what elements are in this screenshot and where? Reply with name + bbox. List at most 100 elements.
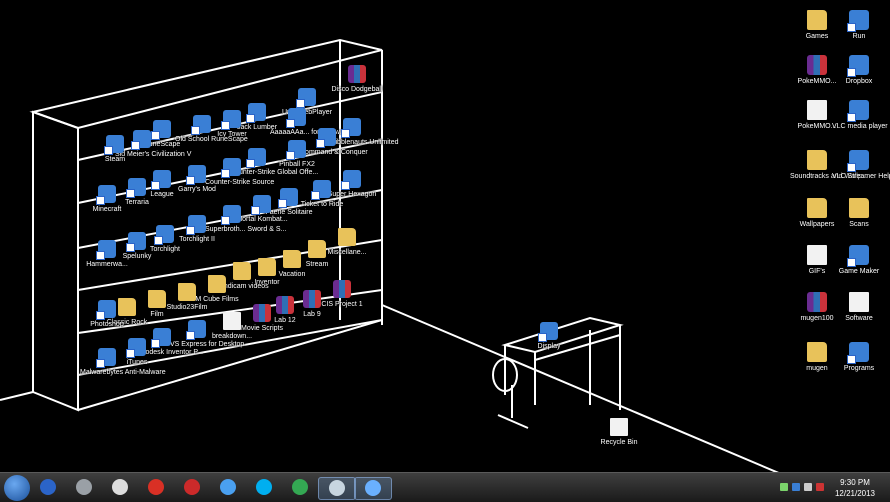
desktop-icon[interactable]: RuneScape [135,120,189,149]
taskbar-button[interactable] [30,477,66,498]
desktop-icon[interactable]: Game Maker [832,245,886,276]
desktop-icon-label: Torchlight [150,246,180,253]
desktop-icon[interactable]: Display [522,322,576,351]
desktop-icon[interactable]: VLC media player [832,100,888,131]
desktop-icon[interactable]: PokeMMO... [790,100,844,131]
desktop-icon[interactable]: AaaaaAAa... for the Awe... [270,108,352,137]
app-icon [296,88,316,108]
desktop-icon[interactable]: Command & Conquer [300,128,368,157]
desktop-icon[interactable]: Lab 9 [285,290,339,319]
desktop-icon[interactable]: Hammerwa... [80,240,134,269]
desktop-icon[interactable]: Counter-Strike Source [205,158,274,187]
desktop-icon[interactable]: Dropbox [832,55,886,86]
desktop-icon[interactable]: Programs [832,342,886,373]
taskbar-button[interactable] [246,477,282,498]
app-icon [126,178,146,198]
taskbar-button[interactable] [282,477,318,498]
desktop-icon[interactable]: Soundtracks and Wallp... [790,150,868,181]
shortcut-arrow-icon [311,191,320,200]
desktop-icon[interactable]: Run [832,10,886,41]
taskbar-button[interactable] [318,477,356,500]
shortcut-arrow-icon [341,129,350,138]
desktop-icon[interactable]: Faerie Solitaire [262,188,316,217]
app-icon [191,115,211,135]
desktop-icon[interactable]: Steam [88,135,142,164]
desktop-icon[interactable]: Terraria [110,178,164,207]
shortcut-arrow-icon [847,23,856,32]
desktop-icon[interactable]: Pinball FX2 [270,140,324,169]
tray-network-icon[interactable] [792,483,800,491]
folder-icon [807,342,827,362]
desktop-icon[interactable]: mugen100 [790,292,844,323]
desktop-icon[interactable]: CIS Project 1 [315,280,369,309]
taskbar-button[interactable] [138,477,174,498]
desktop-icon[interactable]: Software [832,292,886,323]
desktop-icon-label: Super Hexagon [327,191,377,198]
app-icon [341,118,361,138]
desktop-icon[interactable]: Spelunky [110,232,164,261]
desktop-icon[interactable]: VS Express for Desktop [170,320,244,349]
app-icon [104,135,124,155]
desktop-icon[interactable]: Scribblenauts Unlimited [325,118,399,147]
desktop-icon[interactable]: Icy Tower [205,110,259,139]
desktop-icon[interactable]: Torchlight [138,225,192,254]
desktop-icon[interactable]: Studio23Film [160,283,214,312]
desktop-icon[interactable]: Malwarebytes Anti-Malware [80,348,166,377]
clock[interactable]: 9:30 PM 12/21/2013 [830,477,880,499]
desktop-icon[interactable]: Ticket to Ride [295,180,349,209]
desktop-icon[interactable]: Minecraft [80,185,134,214]
desktop-icon[interactable]: Wallpapers [790,198,844,229]
desktop-icon[interactable]: Movie Scripts [235,304,289,333]
desktop-icon[interactable]: Scans [832,198,886,229]
desktop-icon[interactable]: iTunes [110,338,164,367]
taskbar-button[interactable] [174,477,210,498]
desktop-icon[interactable]: Lab 12 [258,296,312,325]
app-icon [847,245,869,267]
desktop-icon[interactable]: UnityWebPlayer [280,88,334,117]
tray-flag-icon[interactable] [780,483,788,491]
desktop-icon[interactable]: Old School RuneScape [175,115,248,144]
taskbar-button[interactable] [210,477,246,498]
desktop-icon[interactable]: Inventor [240,258,294,287]
app-icon [246,103,266,123]
desktop-icon[interactable]: Counter-Strike Global Offe... [230,148,318,177]
desktop-icon[interactable]: M Cube Films [190,275,244,304]
desktop-icon-label: Pinball FX2 [279,161,315,168]
folder-icon [148,290,166,308]
folder-icon [258,258,276,276]
desktop-icon-label: Scribblenauts Unlimited [325,139,399,146]
desktop-icon[interactable]: Mortal Kombat... [235,195,289,224]
desktop-icon[interactable]: Autodesk Inventor P... [135,328,203,357]
desktop-icon[interactable]: Superbroth... Sword & S... [205,205,286,234]
taskbar-button[interactable] [354,477,392,500]
taskbar-button[interactable] [102,477,138,498]
desktop-icon[interactable]: Torchlight II [170,215,224,244]
taskbar-button[interactable] [66,477,102,498]
desktop-icon[interactable]: League [135,170,189,199]
desktop-icon[interactable]: Super Hexagon [325,170,379,199]
desktop-icon[interactable]: Jack Lumber [230,103,284,132]
desktop-icon[interactable]: GIF's [790,245,844,276]
desktop-icon[interactable]: Garry's Mod [170,165,224,194]
start-button[interactable] [4,475,30,501]
desktop-icon[interactable]: Classic Rock [100,298,154,327]
desktop-icon[interactable]: PokeMMO... [790,55,844,86]
desktop-icon[interactable]: VLC Streamer Helper [832,150,890,181]
desktop-icon[interactable]: Photoshop [80,300,134,329]
desktop-icon[interactable]: Sid Meier's Civilization V [115,130,191,159]
desktop-icon[interactable]: Bandicam videos [215,262,269,291]
desktop-icon[interactable]: Stream [290,240,344,269]
desktop-icon[interactable]: Disco Dodgeball [330,65,384,94]
desktop-icon[interactable]: Vacation [265,250,319,279]
tray-app-icon[interactable] [816,483,824,491]
app-icon [221,110,241,130]
desktop-icon[interactable]: Film [130,290,184,319]
shortcut-arrow-icon [316,139,325,148]
desktop-icon[interactable]: Miscellane... [320,228,374,257]
desktop-icon[interactable]: Recycle Bin [592,418,646,447]
desktop-icon[interactable]: breakdown... [205,312,259,341]
tray-volume-icon[interactable] [804,483,812,491]
desktop-icon[interactable]: Games [790,10,844,41]
app-icon [278,188,298,208]
desktop-icon[interactable]: mugen [790,342,844,373]
